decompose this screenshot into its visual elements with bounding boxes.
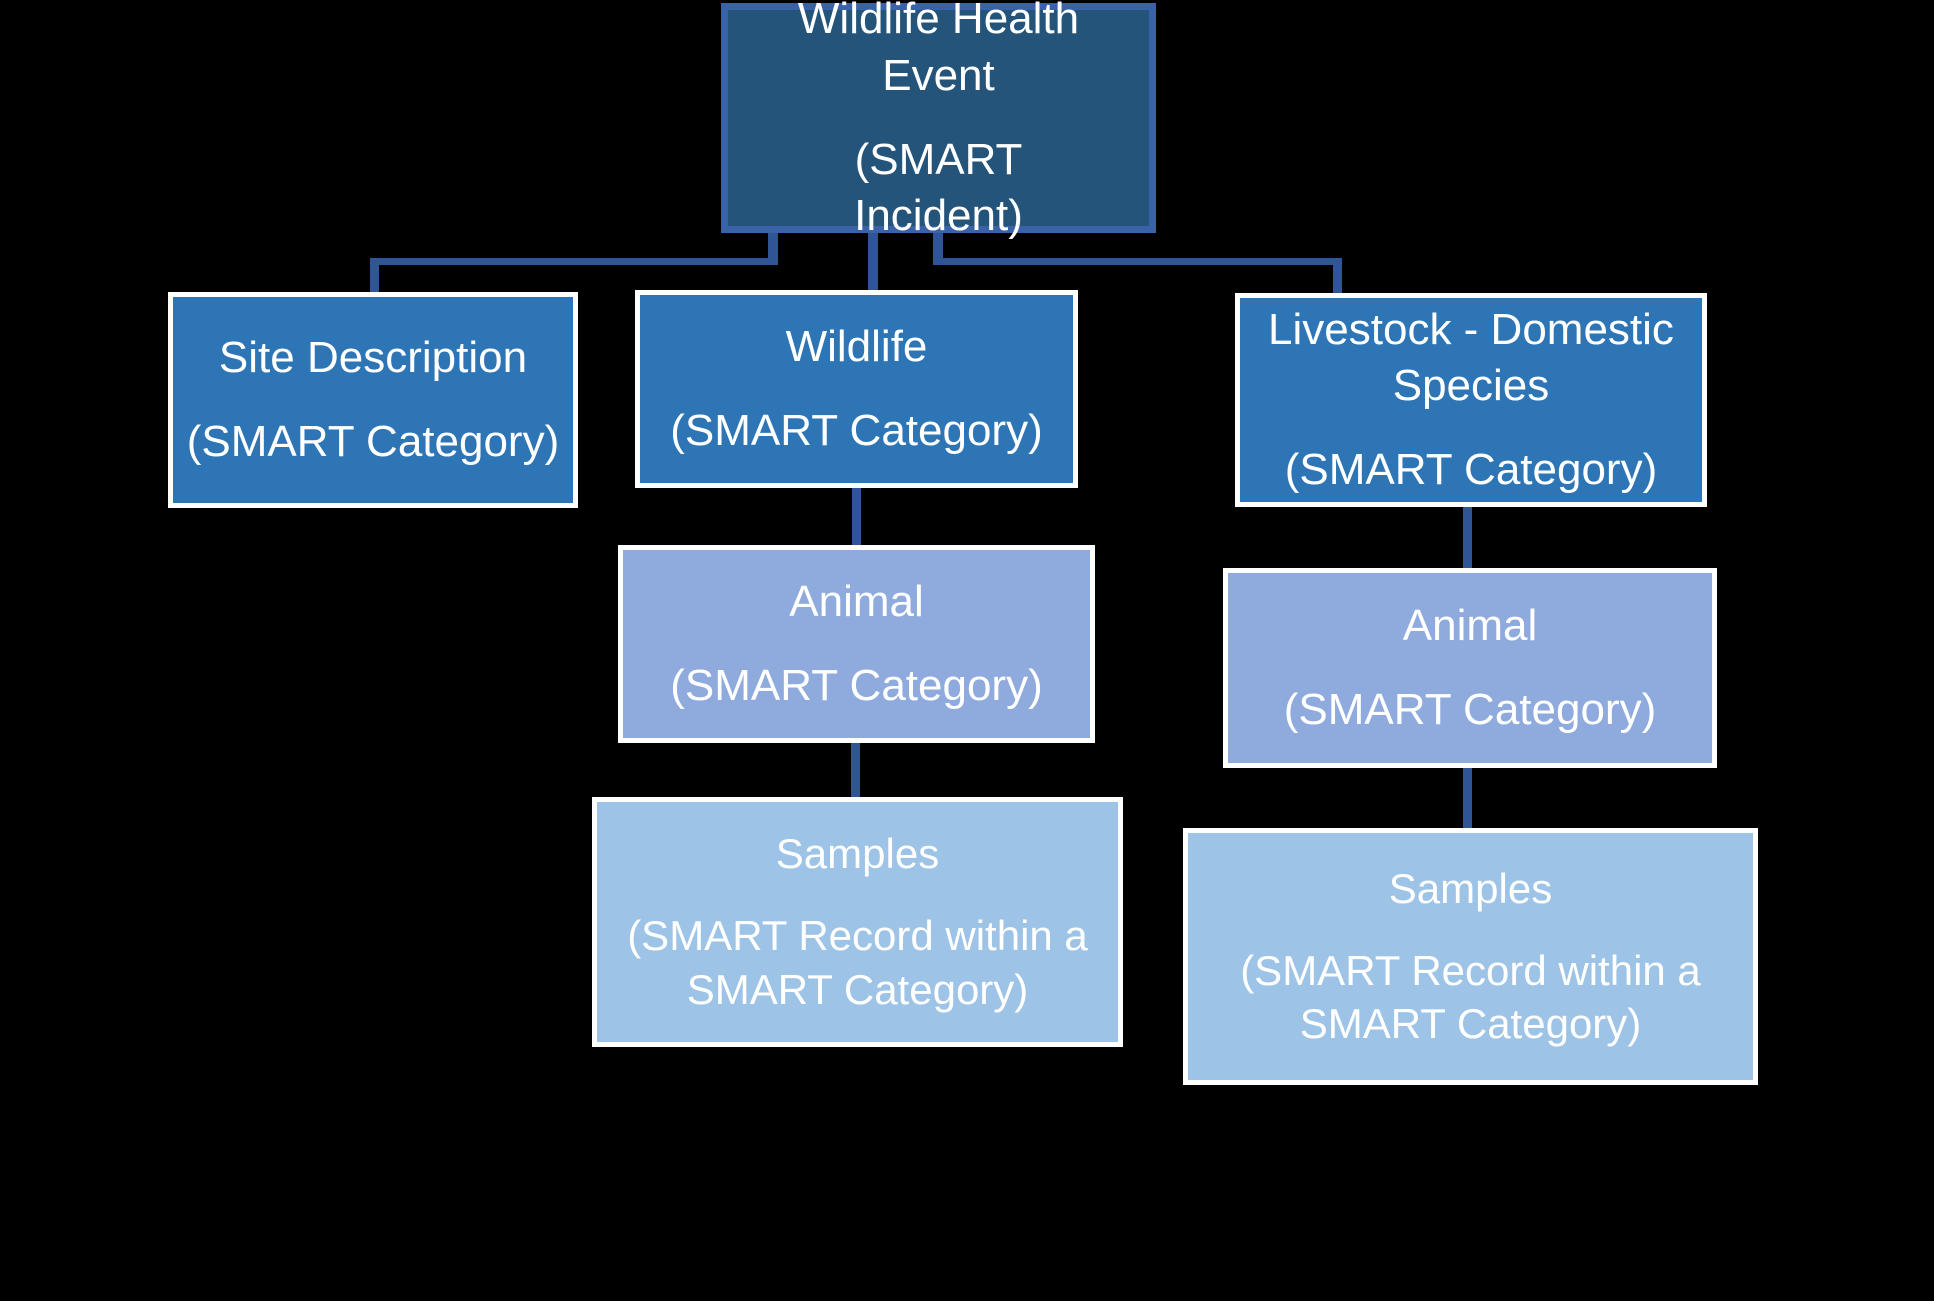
node-title: Site Description <box>218 332 528 382</box>
connector-to-livestock <box>1333 258 1342 295</box>
node-subtitle: (SMART Category) <box>1283 685 1657 734</box>
node-subtitle: (SMART Category) <box>670 406 1043 455</box>
node-subtitle: (SMART Record within a SMART Category) <box>1240 946 1713 1048</box>
node-animal-under-wildlife: Animal (SMART Category) <box>618 545 1095 743</box>
node-subtitle: (SMART Category) <box>670 661 1043 710</box>
connector-livestock-to-animal <box>1463 505 1472 570</box>
connector-right-elbow-horizontal <box>933 258 1342 265</box>
node-subtitle: (SMART Incident) <box>854 135 1047 241</box>
node-site-description: Site Description (SMART Category) <box>168 292 578 508</box>
connector-event-left-stub <box>768 231 778 265</box>
node-wildlife: Wildlife (SMART Category) <box>635 290 1078 488</box>
connector-event-right-stub <box>933 231 943 265</box>
node-samples-under-wildlife: Samples (SMART Record within a SMART Cat… <box>592 797 1123 1047</box>
node-samples-under-livestock: Samples (SMART Record within a SMART Cat… <box>1183 828 1758 1085</box>
node-title: Wildlife <box>785 321 928 371</box>
node-subtitle: (SMART Record within a SMART Category) <box>627 912 1100 1013</box>
node-wildlife-health-event: Wildlife Health Event (SMART Incident) <box>721 0 1156 240</box>
connector-wildlife-to-animal <box>852 486 861 547</box>
connector-left-elbow-horizontal <box>370 258 778 265</box>
node-subtitle: (SMART Category) <box>186 417 560 466</box>
node-title: Animal <box>1402 600 1538 650</box>
node-title: Samples <box>775 830 940 878</box>
node-title: Samples <box>1388 864 1553 912</box>
node-title: Wildlife Health Event <box>797 0 1092 100</box>
connector-animal-to-samples-right <box>1463 766 1472 830</box>
node-livestock-domestic-species: Livestock - Domestic Species (SMART Cate… <box>1235 293 1707 507</box>
connector-event-to-wildlife <box>868 231 878 292</box>
node-subtitle: (SMART Category) <box>1284 445 1658 495</box>
node-title: Animal <box>789 576 924 626</box>
node-animal-under-livestock: Animal (SMART Category) <box>1223 568 1717 768</box>
node-title: Livestock - Domestic Species <box>1268 304 1687 410</box>
connector-to-site-description <box>370 258 379 294</box>
connector-animal-to-samples-left <box>851 741 860 799</box>
